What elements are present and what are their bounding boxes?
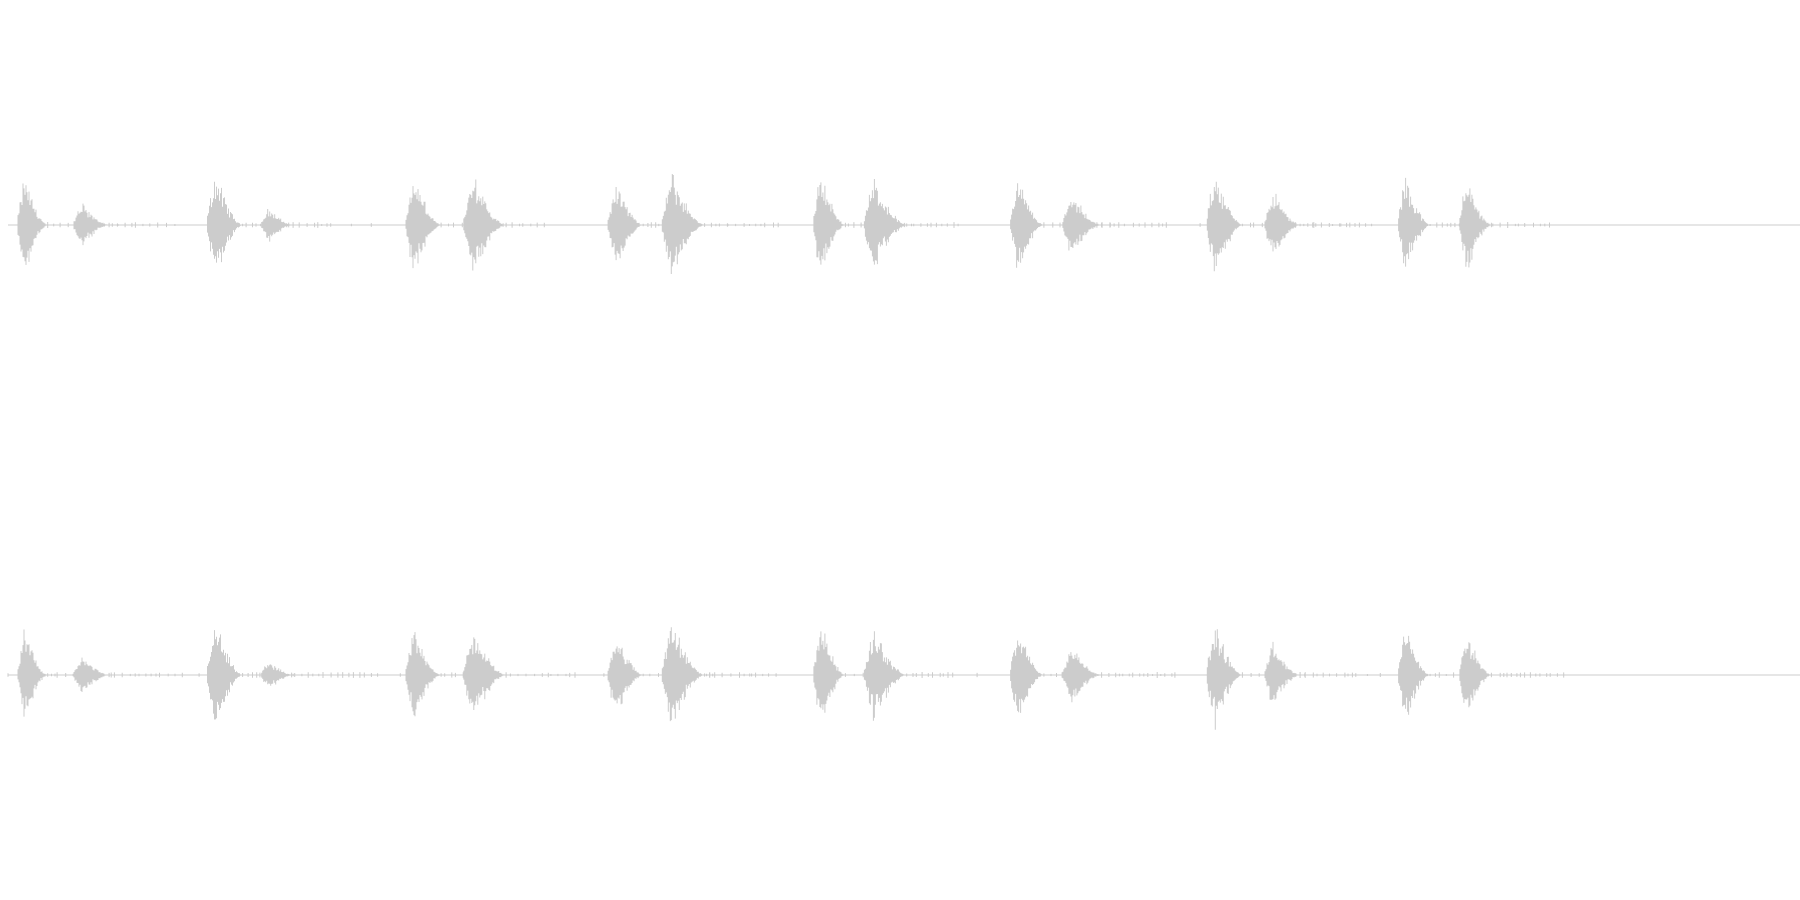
channel-left xyxy=(8,174,1800,274)
waveform-burst xyxy=(1062,202,1167,251)
channel-right xyxy=(7,627,1800,730)
waveform-burst-path xyxy=(1062,202,1102,251)
waveform-burst-path xyxy=(1398,635,1431,715)
waveform-burst-path xyxy=(863,179,906,265)
waveform-burst-path xyxy=(405,186,441,269)
waveform-noise-path xyxy=(292,222,332,228)
waveform-burst-path xyxy=(863,631,906,721)
waveform-background-noise xyxy=(17,222,1410,228)
waveform-burst xyxy=(405,632,482,717)
waveform-noise-path xyxy=(108,672,183,678)
waveform-burst xyxy=(1264,193,1373,252)
waveform-noise-path xyxy=(906,222,959,228)
waveform-burst-path xyxy=(661,627,704,722)
waveform-noise-path xyxy=(1490,672,1565,678)
waveform-background-noise xyxy=(7,672,1489,678)
waveform-burst xyxy=(261,664,372,686)
waveform-burst-path xyxy=(1062,652,1101,703)
waveform-burst-path xyxy=(73,657,109,692)
waveform-burst xyxy=(73,657,183,692)
waveform-noise-path xyxy=(1101,222,1167,228)
waveform-burst-path xyxy=(17,183,48,265)
waveform-noise-path xyxy=(292,672,372,678)
waveform-burst-path xyxy=(405,632,441,717)
waveform-burst-path xyxy=(207,181,242,263)
waveform-burst-path xyxy=(1459,642,1492,708)
waveform-burst-path xyxy=(1206,181,1242,272)
waveform-burst xyxy=(261,209,332,242)
waveform-burst-path xyxy=(661,174,704,274)
waveform-noise-path xyxy=(704,672,777,678)
waveform-burst-path xyxy=(813,631,846,713)
waveform-burst xyxy=(1062,652,1176,703)
waveform-burst-path xyxy=(1264,641,1300,700)
waveform-burst-path xyxy=(1398,177,1431,267)
waveform-burst-path xyxy=(463,637,506,710)
waveform-noise-path xyxy=(1299,222,1373,228)
waveform-burst xyxy=(863,631,954,721)
waveform-noise-path xyxy=(1490,222,1550,228)
waveform-noise-path xyxy=(1101,672,1176,678)
waveform-burst xyxy=(661,627,777,722)
waveform-burst xyxy=(1264,641,1357,700)
waveform-burst xyxy=(73,203,167,246)
waveform-burst-path xyxy=(1459,188,1492,268)
waveform-burst-path xyxy=(73,203,109,246)
waveform-burst xyxy=(1459,188,1550,268)
waveform-noise-path xyxy=(906,672,954,678)
waveform-noise-path xyxy=(505,672,576,678)
waveform-noise-path xyxy=(108,222,167,228)
waveform-burst-path xyxy=(1206,629,1242,730)
waveform-burst-path xyxy=(261,664,293,686)
waveform-burst-path xyxy=(17,629,48,717)
waveform-burst-path xyxy=(207,630,242,720)
waveform-burst xyxy=(1206,181,1317,272)
waveform-noise-path xyxy=(505,222,545,228)
waveform-burst-path xyxy=(261,209,293,242)
waveform-burst-path xyxy=(1010,183,1044,268)
waveform-burst-path xyxy=(607,646,643,705)
waveform-burst xyxy=(463,179,545,271)
waveform-burst xyxy=(863,179,959,265)
waveform-burst-path xyxy=(1264,193,1300,252)
waveform-burst-path xyxy=(463,179,506,271)
waveform-noise-path xyxy=(1299,672,1357,678)
waveform-burst-path xyxy=(607,187,643,261)
waveform-burst-path xyxy=(813,182,846,265)
waveform-burst-path xyxy=(1010,640,1044,713)
waveform-burst xyxy=(463,637,576,710)
waveform-burst xyxy=(207,181,290,263)
waveform-burst xyxy=(661,174,779,274)
